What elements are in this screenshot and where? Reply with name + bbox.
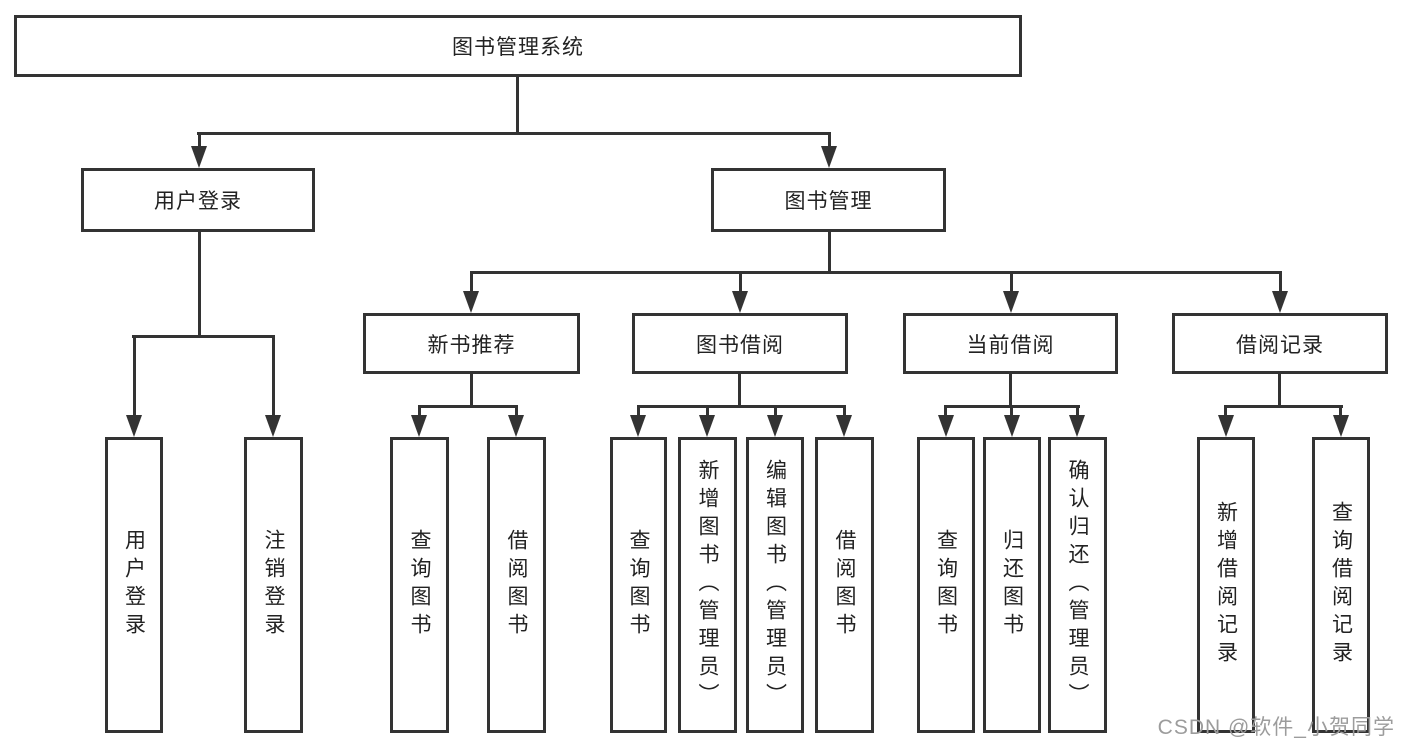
arrowhead-icon: [821, 146, 837, 168]
node-new-book-recommend-label: 新书推荐: [427, 333, 516, 357]
arrowhead-icon: [126, 415, 142, 437]
arrowhead-icon: [265, 415, 281, 437]
connector-line: [470, 271, 1282, 274]
leaf-return-books-label: 归还图书: [1000, 529, 1024, 641]
connector-line: [828, 132, 831, 156]
arrowhead-icon: [191, 146, 207, 168]
arrowhead-icon: [1333, 415, 1349, 437]
arrowhead-icon: [699, 415, 715, 437]
node-book-management-label: 图书管理: [784, 190, 873, 213]
node-root: 图书管理系统: [14, 15, 1022, 77]
leaf-query-books-1-label: 查询图书: [408, 529, 431, 641]
arrowhead-icon: [1069, 415, 1085, 437]
connector-line: [738, 373, 741, 407]
node-book-borrowing: 图书借阅: [632, 313, 848, 374]
arrowhead-icon: [508, 415, 524, 437]
connector-line: [470, 271, 473, 295]
node-book-management: 图书管理: [711, 168, 946, 232]
connector-line: [1076, 405, 1079, 419]
connector-line: [739, 271, 742, 295]
connector-line: [418, 405, 518, 408]
connector-line: [843, 405, 846, 419]
node-user-login-label: 用户登录: [154, 190, 242, 213]
connector-line: [944, 405, 947, 419]
leaf-query-books-3-label: 查询图书: [934, 529, 958, 641]
connector-line: [1010, 405, 1013, 419]
node-borrowing-records-label: 借阅记录: [1236, 333, 1324, 357]
connector-line: [1224, 405, 1343, 408]
node-borrowing-records: 借阅记录: [1172, 313, 1388, 374]
connector-line: [470, 373, 473, 407]
connector-line: [828, 231, 831, 274]
connector-line: [197, 132, 831, 135]
node-root-label: 图书管理系统: [452, 36, 584, 59]
connector-line: [1278, 373, 1281, 407]
leaf-query-books-1: 查询图书: [390, 437, 449, 733]
leaf-edit-books-admin: 编辑图书（管理员）: [746, 437, 804, 733]
leaf-query-borrow-record: 查询借阅记录: [1312, 437, 1370, 733]
leaf-borrow-books-1: 借阅图书: [487, 437, 546, 733]
connector-line: [637, 405, 846, 408]
leaf-user-login: 用户登录: [105, 437, 163, 733]
connector-line: [132, 335, 275, 338]
leaf-borrow-books-1-label: 借阅图书: [505, 529, 528, 641]
leaf-add-books-admin: 新增图书（管理员）: [678, 437, 737, 733]
node-user-login: 用户登录: [81, 168, 315, 232]
connector-line: [1279, 271, 1282, 295]
leaf-query-books-2-label: 查询图书: [627, 529, 650, 641]
leaf-confirm-return-admin-label: 确认归还（管理员）: [1066, 459, 1089, 711]
arrowhead-icon: [630, 415, 646, 437]
connector-line: [774, 405, 777, 419]
connector-line: [133, 335, 136, 423]
leaf-borrow-books-2-label: 借阅图书: [833, 529, 856, 641]
arrowhead-icon: [836, 415, 852, 437]
leaf-add-books-admin-label: 新增图书（管理员）: [696, 459, 719, 711]
connector-line: [1010, 271, 1013, 295]
arrowhead-icon: [938, 415, 954, 437]
connector-line: [198, 132, 201, 156]
connector-line: [1339, 405, 1342, 419]
connector-line: [418, 405, 421, 419]
watermark: CSDN @软件_小贺同学: [1157, 716, 1395, 739]
connector-line: [1009, 373, 1012, 407]
connector-line: [198, 231, 201, 337]
connector-line: [515, 405, 518, 419]
node-new-book-recommend: 新书推荐: [363, 313, 580, 374]
connector-line: [516, 75, 519, 134]
connector-line: [706, 405, 709, 419]
arrowhead-icon: [1004, 415, 1020, 437]
leaf-edit-books-admin-label: 编辑图书（管理员）: [763, 459, 787, 711]
arrowhead-icon: [411, 415, 427, 437]
arrowhead-icon: [1218, 415, 1234, 437]
leaf-user-login-label: 用户登录: [122, 529, 146, 641]
leaf-query-books-2: 查询图书: [610, 437, 667, 733]
node-current-borrowing-label: 当前借阅: [966, 333, 1055, 357]
leaf-add-borrow-record: 新增借阅记录: [1197, 437, 1255, 733]
leaf-add-borrow-record-label: 新增借阅记录: [1214, 501, 1238, 669]
leaf-logout-login-label: 注销登录: [262, 529, 285, 641]
arrowhead-icon: [1272, 291, 1288, 313]
leaf-borrow-books-2: 借阅图书: [815, 437, 874, 733]
connector-line: [272, 335, 275, 423]
node-book-borrowing-label: 图书借阅: [696, 333, 784, 357]
leaf-logout-login: 注销登录: [244, 437, 303, 733]
arrowhead-icon: [1003, 291, 1019, 313]
connector-line: [1224, 405, 1227, 419]
leaf-confirm-return-admin: 确认归还（管理员）: [1048, 437, 1107, 733]
arrowhead-icon: [463, 291, 479, 313]
connector-line: [637, 405, 640, 419]
leaf-query-books-3: 查询图书: [917, 437, 975, 733]
arrowhead-icon: [732, 291, 748, 313]
arrowhead-icon: [767, 415, 783, 437]
leaf-query-borrow-record-label: 查询借阅记录: [1329, 501, 1353, 669]
node-current-borrowing: 当前借阅: [903, 313, 1118, 374]
leaf-return-books: 归还图书: [983, 437, 1041, 733]
